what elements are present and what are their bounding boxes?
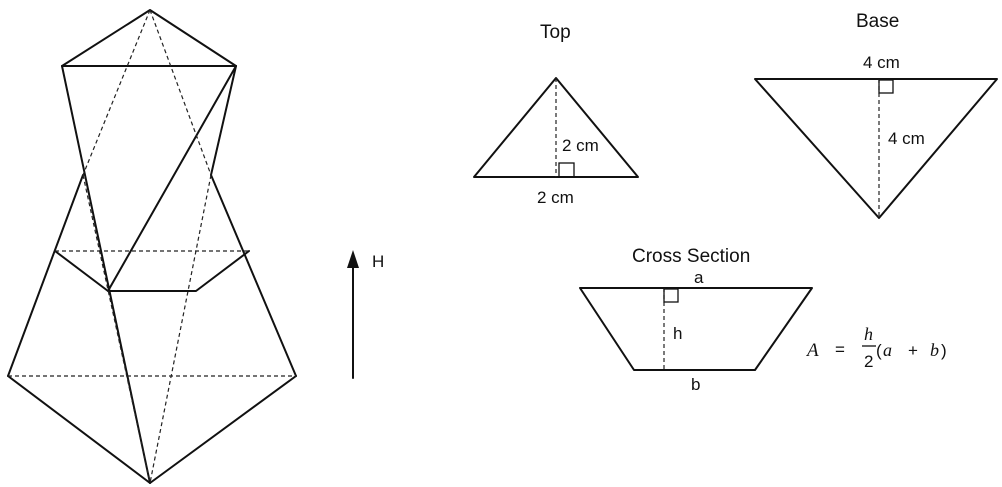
solid-top-left-edge: [61, 9, 237, 67]
top-title: Top: [540, 22, 571, 43]
solid-long-edge-left: [61, 65, 151, 484]
base-right-angle: [878, 79, 894, 94]
solid-lower-left: [7, 375, 297, 484]
base-height-label: 4 cm: [888, 129, 925, 148]
top-height-label: 2 cm: [562, 136, 599, 155]
formula-b: b: [930, 340, 939, 360]
solid-left-upper: [7, 174, 84, 377]
base-view: Base 4 cm 4 cm: [754, 11, 998, 219]
cross-h-label: h: [673, 324, 682, 343]
formula-lhs: A: [805, 340, 819, 361]
formula-numerator: h: [864, 324, 873, 344]
top-view: Top 2 cm 2 cm: [473, 22, 639, 207]
height-arrow: H: [347, 250, 384, 379]
solid-right-upper: [210, 65, 237, 176]
top-width-label: 2 cm: [537, 188, 574, 207]
solid-hidden-edge-3: [82, 174, 151, 484]
cross-b-label: b: [691, 375, 700, 394]
formula-plus: +: [908, 341, 918, 360]
formula-denominator: 2: [864, 352, 873, 371]
solid-hidden-edge-1: [82, 9, 151, 176]
solid-long-edge-right: [107, 65, 237, 292]
cross-title: Cross Section: [632, 246, 750, 267]
formula-a: a: [883, 340, 892, 360]
cross-right-angle: [663, 288, 679, 303]
solid-right-mid: [210, 174, 297, 377]
top-right-angle: [558, 162, 575, 178]
height-arrow-label: H: [372, 252, 384, 271]
solid-figure: [7, 9, 297, 484]
cross-a-label: a: [694, 268, 704, 287]
area-formula: A = h 2 ( a + b ): [805, 324, 947, 371]
base-title: Base: [856, 11, 899, 32]
formula-close-paren: ): [941, 341, 947, 360]
solid-hidden-edge-2: [149, 9, 212, 176]
base-triangle: [754, 78, 998, 219]
formula-open-paren: (: [876, 341, 882, 360]
formula-equals: =: [835, 340, 845, 359]
base-width-label: 4 cm: [863, 53, 900, 72]
cross-trapezoid: [579, 287, 813, 371]
solid-cross-plane: [54, 250, 250, 292]
solid-hidden-edge-4: [149, 174, 212, 484]
cross-section-view: Cross Section a h b: [579, 246, 813, 394]
height-arrow-head: [347, 250, 359, 268]
